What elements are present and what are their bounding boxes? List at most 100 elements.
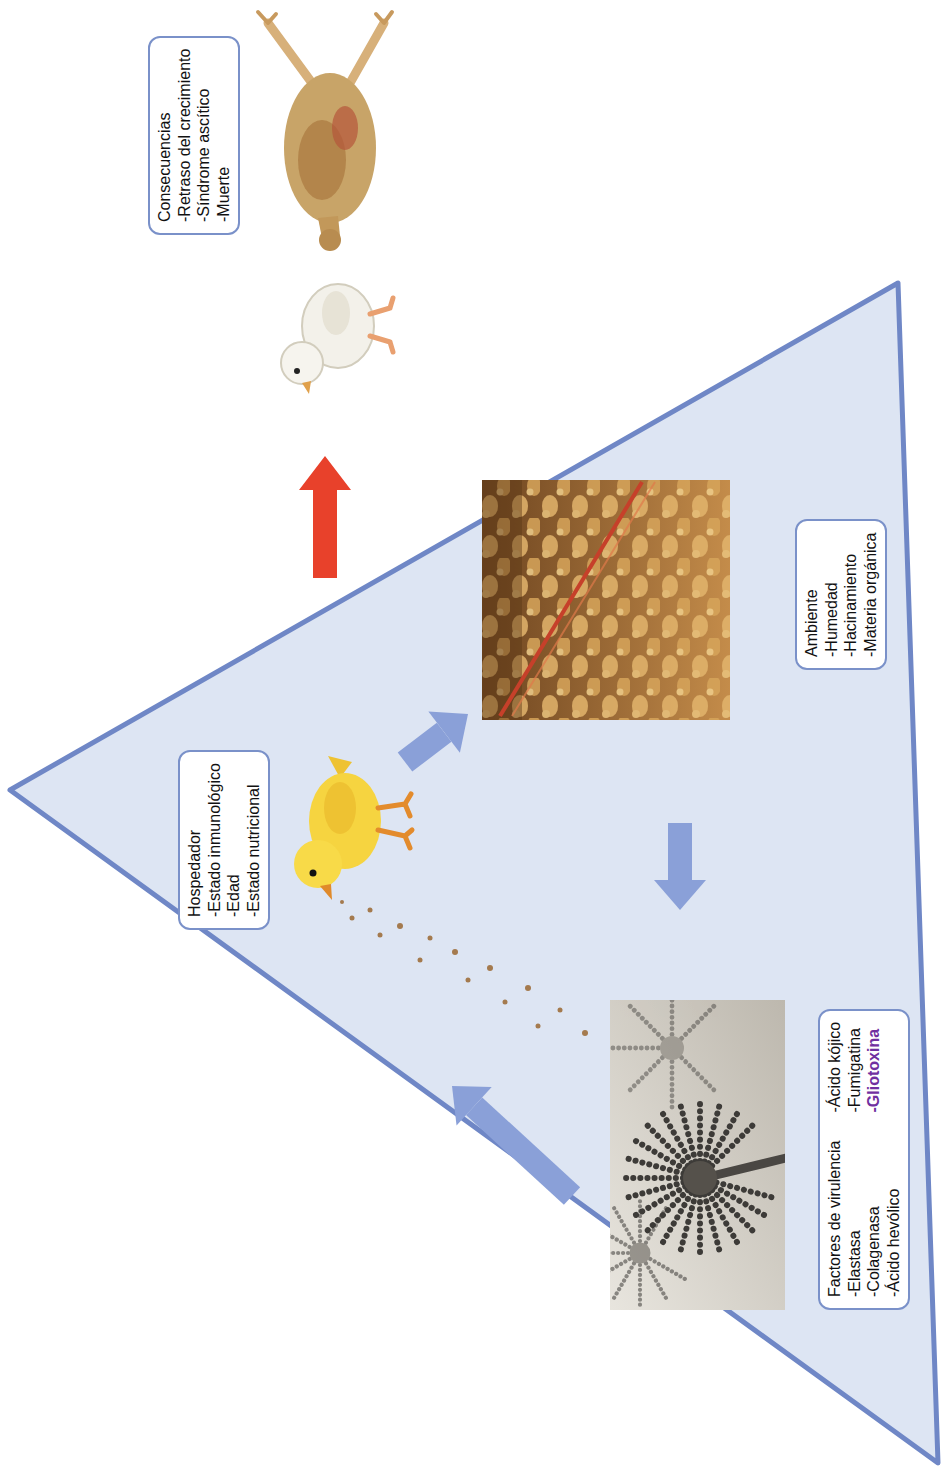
conidia-chain bbox=[712, 1126, 752, 1166]
list-item: -Ácido hevólico bbox=[884, 1140, 904, 1297]
broiler-eye bbox=[294, 368, 300, 374]
conidia-chain bbox=[646, 1263, 666, 1298]
broiler-legs bbox=[370, 298, 393, 352]
conidia-chain bbox=[700, 1104, 701, 1161]
conidial-head bbox=[610, 1201, 685, 1305]
broiler-head bbox=[281, 342, 323, 384]
chick-wing bbox=[324, 782, 356, 834]
spore bbox=[428, 936, 433, 941]
spores bbox=[340, 900, 588, 1036]
yellow-chick bbox=[294, 756, 412, 900]
epidemiologic-triangle bbox=[10, 283, 938, 1463]
list-item: -Muerte bbox=[214, 49, 234, 222]
feeder-line bbox=[512, 482, 655, 716]
spore bbox=[558, 1008, 563, 1013]
box-heading: Factores de virulencia bbox=[825, 1140, 845, 1297]
chick-beak bbox=[320, 884, 332, 900]
box-heading: Ambiente bbox=[802, 533, 822, 658]
text-column: Consecuencias-Retraso del crecimiento-Sí… bbox=[155, 49, 233, 222]
host-box: Hospedador-Estado inmunológico-Edad-Esta… bbox=[178, 750, 270, 930]
chick-legs bbox=[378, 794, 412, 848]
consequence-box: Consecuencias-Retraso del crecimiento-Sí… bbox=[148, 36, 240, 235]
conidia-chain bbox=[640, 1201, 641, 1241]
list-item: -Estado inmunológico bbox=[205, 763, 225, 917]
vesicle bbox=[660, 1036, 684, 1060]
conidia-chain bbox=[700, 1195, 701, 1252]
conidia-chain bbox=[614, 1208, 634, 1243]
spore bbox=[378, 933, 383, 938]
broiler-beak bbox=[302, 381, 311, 394]
conidial-head bbox=[613, 1000, 714, 1107]
environment-box: Ambiente-Humedad-Hacinamiento-Materia or… bbox=[795, 519, 887, 670]
bird-feet bbox=[258, 12, 392, 23]
conidia-chain bbox=[630, 1006, 662, 1038]
virulence-box: Factores de virulencia-Elastasa-Colagena… bbox=[818, 1009, 910, 1310]
photo-ground bbox=[482, 480, 730, 720]
spore bbox=[536, 1024, 541, 1029]
conidia-chain bbox=[682, 1058, 714, 1090]
list-item: -Materia orgánica bbox=[861, 533, 881, 658]
list-item: -Humedad bbox=[822, 533, 842, 658]
broiler-wing bbox=[322, 291, 350, 335]
list-item: -Elastasa bbox=[845, 1140, 865, 1297]
conidiophore-stalk bbox=[712, 1158, 785, 1176]
text-column: Hospedador-Estado inmunológico-Edad-Esta… bbox=[185, 763, 263, 917]
list-item: -Estado nutricional bbox=[244, 763, 264, 917]
conidia-chain bbox=[704, 1194, 719, 1249]
list-item: -Síndrome ascítico bbox=[194, 49, 214, 222]
photo-flock bbox=[482, 480, 730, 720]
spore bbox=[418, 958, 423, 963]
box-heading: Hospedador bbox=[185, 763, 205, 917]
conidia-chain bbox=[681, 1107, 696, 1162]
vesicle bbox=[683, 1161, 717, 1195]
list-item: -Fumigatina bbox=[845, 1022, 865, 1113]
list-item: -Edad bbox=[224, 763, 244, 917]
conidia-chain bbox=[610, 1253, 628, 1254]
micrograph-ground bbox=[610, 1000, 785, 1310]
spore bbox=[340, 900, 344, 904]
list-item: -Gliotoxina bbox=[864, 1022, 884, 1113]
arrowhead bbox=[654, 880, 706, 910]
spore bbox=[350, 916, 355, 921]
list-item: -Colagenasa bbox=[864, 1140, 884, 1297]
spore bbox=[466, 978, 471, 983]
box-heading: Consecuencias bbox=[155, 49, 175, 222]
aspergillus-micrograph bbox=[588, 989, 786, 1310]
red-arrow bbox=[299, 456, 351, 578]
conidia-chain bbox=[682, 1006, 714, 1038]
spore bbox=[487, 965, 493, 971]
text-column: Ambiente-Humedad-Hacinamiento-Materia or… bbox=[802, 533, 880, 658]
necropsy-bird bbox=[258, 12, 392, 251]
text-column: -Ácido kójico-Fumigatina-Gliotoxina bbox=[825, 1022, 903, 1113]
arrow-shaft bbox=[680, 670, 855, 1009]
block-arrow bbox=[654, 670, 855, 1009]
poultry-house-photo bbox=[482, 480, 730, 720]
bird-head bbox=[319, 229, 341, 251]
conidia-chain bbox=[672, 1062, 673, 1108]
conidia-chain bbox=[613, 1048, 659, 1049]
conidia-chain bbox=[629, 1182, 684, 1197]
list-item: -Ácido kójico bbox=[825, 1022, 845, 1113]
conidia-chain bbox=[610, 1259, 630, 1279]
conidial-head bbox=[626, 1104, 771, 1252]
conidiophores bbox=[610, 1000, 785, 1305]
broiler-chick bbox=[281, 284, 393, 394]
conidia-chain bbox=[672, 1000, 673, 1034]
arrowhead bbox=[452, 1086, 492, 1125]
photo-shade bbox=[482, 480, 522, 720]
spore bbox=[525, 985, 531, 991]
arrowhead bbox=[428, 712, 468, 753]
spore bbox=[368, 908, 373, 913]
spore bbox=[452, 949, 458, 955]
chick-head bbox=[294, 840, 342, 888]
conidia-chain bbox=[630, 1058, 662, 1090]
list-item: -Retraso del crecimiento bbox=[175, 49, 195, 222]
feeder-line bbox=[500, 482, 642, 716]
bird-viscera bbox=[332, 106, 358, 150]
spore bbox=[582, 1030, 588, 1036]
spore bbox=[503, 1000, 508, 1005]
bird-body bbox=[284, 73, 376, 223]
